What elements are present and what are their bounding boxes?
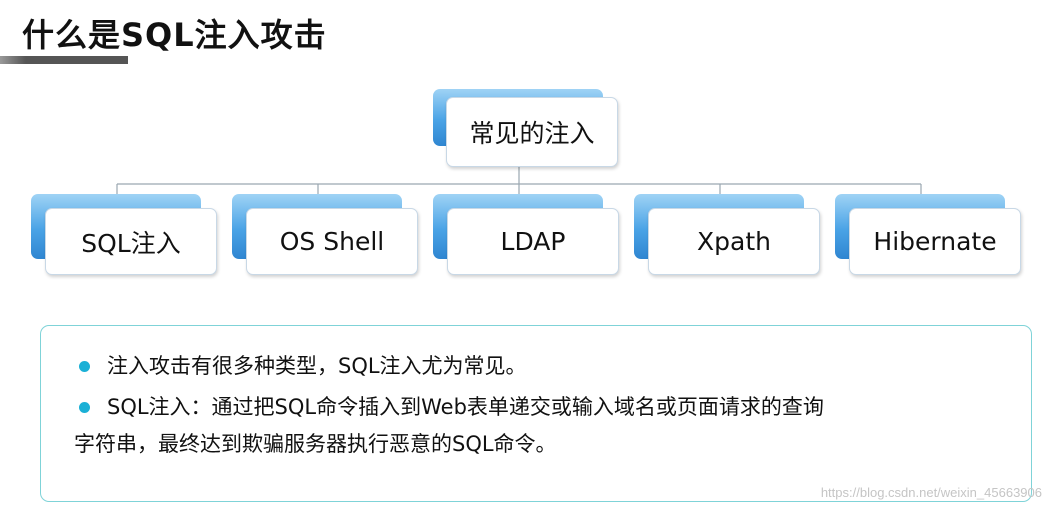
title-underline-bar [0, 56, 128, 64]
bullet-text: 注入攻击有很多种类型，SQL注入尤为常见。 [107, 354, 527, 378]
child-node-label: SQL注入 [45, 208, 217, 275]
info-box: 注入攻击有很多种类型，SQL注入尤为常见。 SQL注入：通过把SQL命令插入到W… [40, 325, 1032, 502]
bullet-item-1: 注入攻击有很多种类型，SQL注入尤为常见。 [79, 348, 1019, 385]
bullet-text: SQL注入：通过把SQL命令插入到Web表单递交或输入域名或页面请求的查询 [107, 395, 824, 419]
bullet-item-2: SQL注入：通过把SQL命令插入到Web表单递交或输入域名或页面请求的查询 字符… [74, 389, 1019, 463]
bullet-text-continued: 字符串，最终达到欺骗服务器执行恶意的SQL命令。 [74, 432, 557, 456]
child-node-label: Hibernate [849, 208, 1021, 275]
child-node-label: LDAP [447, 208, 619, 275]
bullet-dot-icon [79, 361, 90, 372]
root-node-label: 常见的注入 [446, 97, 618, 167]
bullet-dot-icon [79, 402, 90, 413]
child-node-label: OS Shell [246, 208, 418, 275]
page-title: 什么是SQL注入攻击 [22, 16, 327, 54]
watermark-text: https://blog.csdn.net/weixin_45663906 [820, 485, 1042, 500]
child-node-label: Xpath [648, 208, 820, 275]
